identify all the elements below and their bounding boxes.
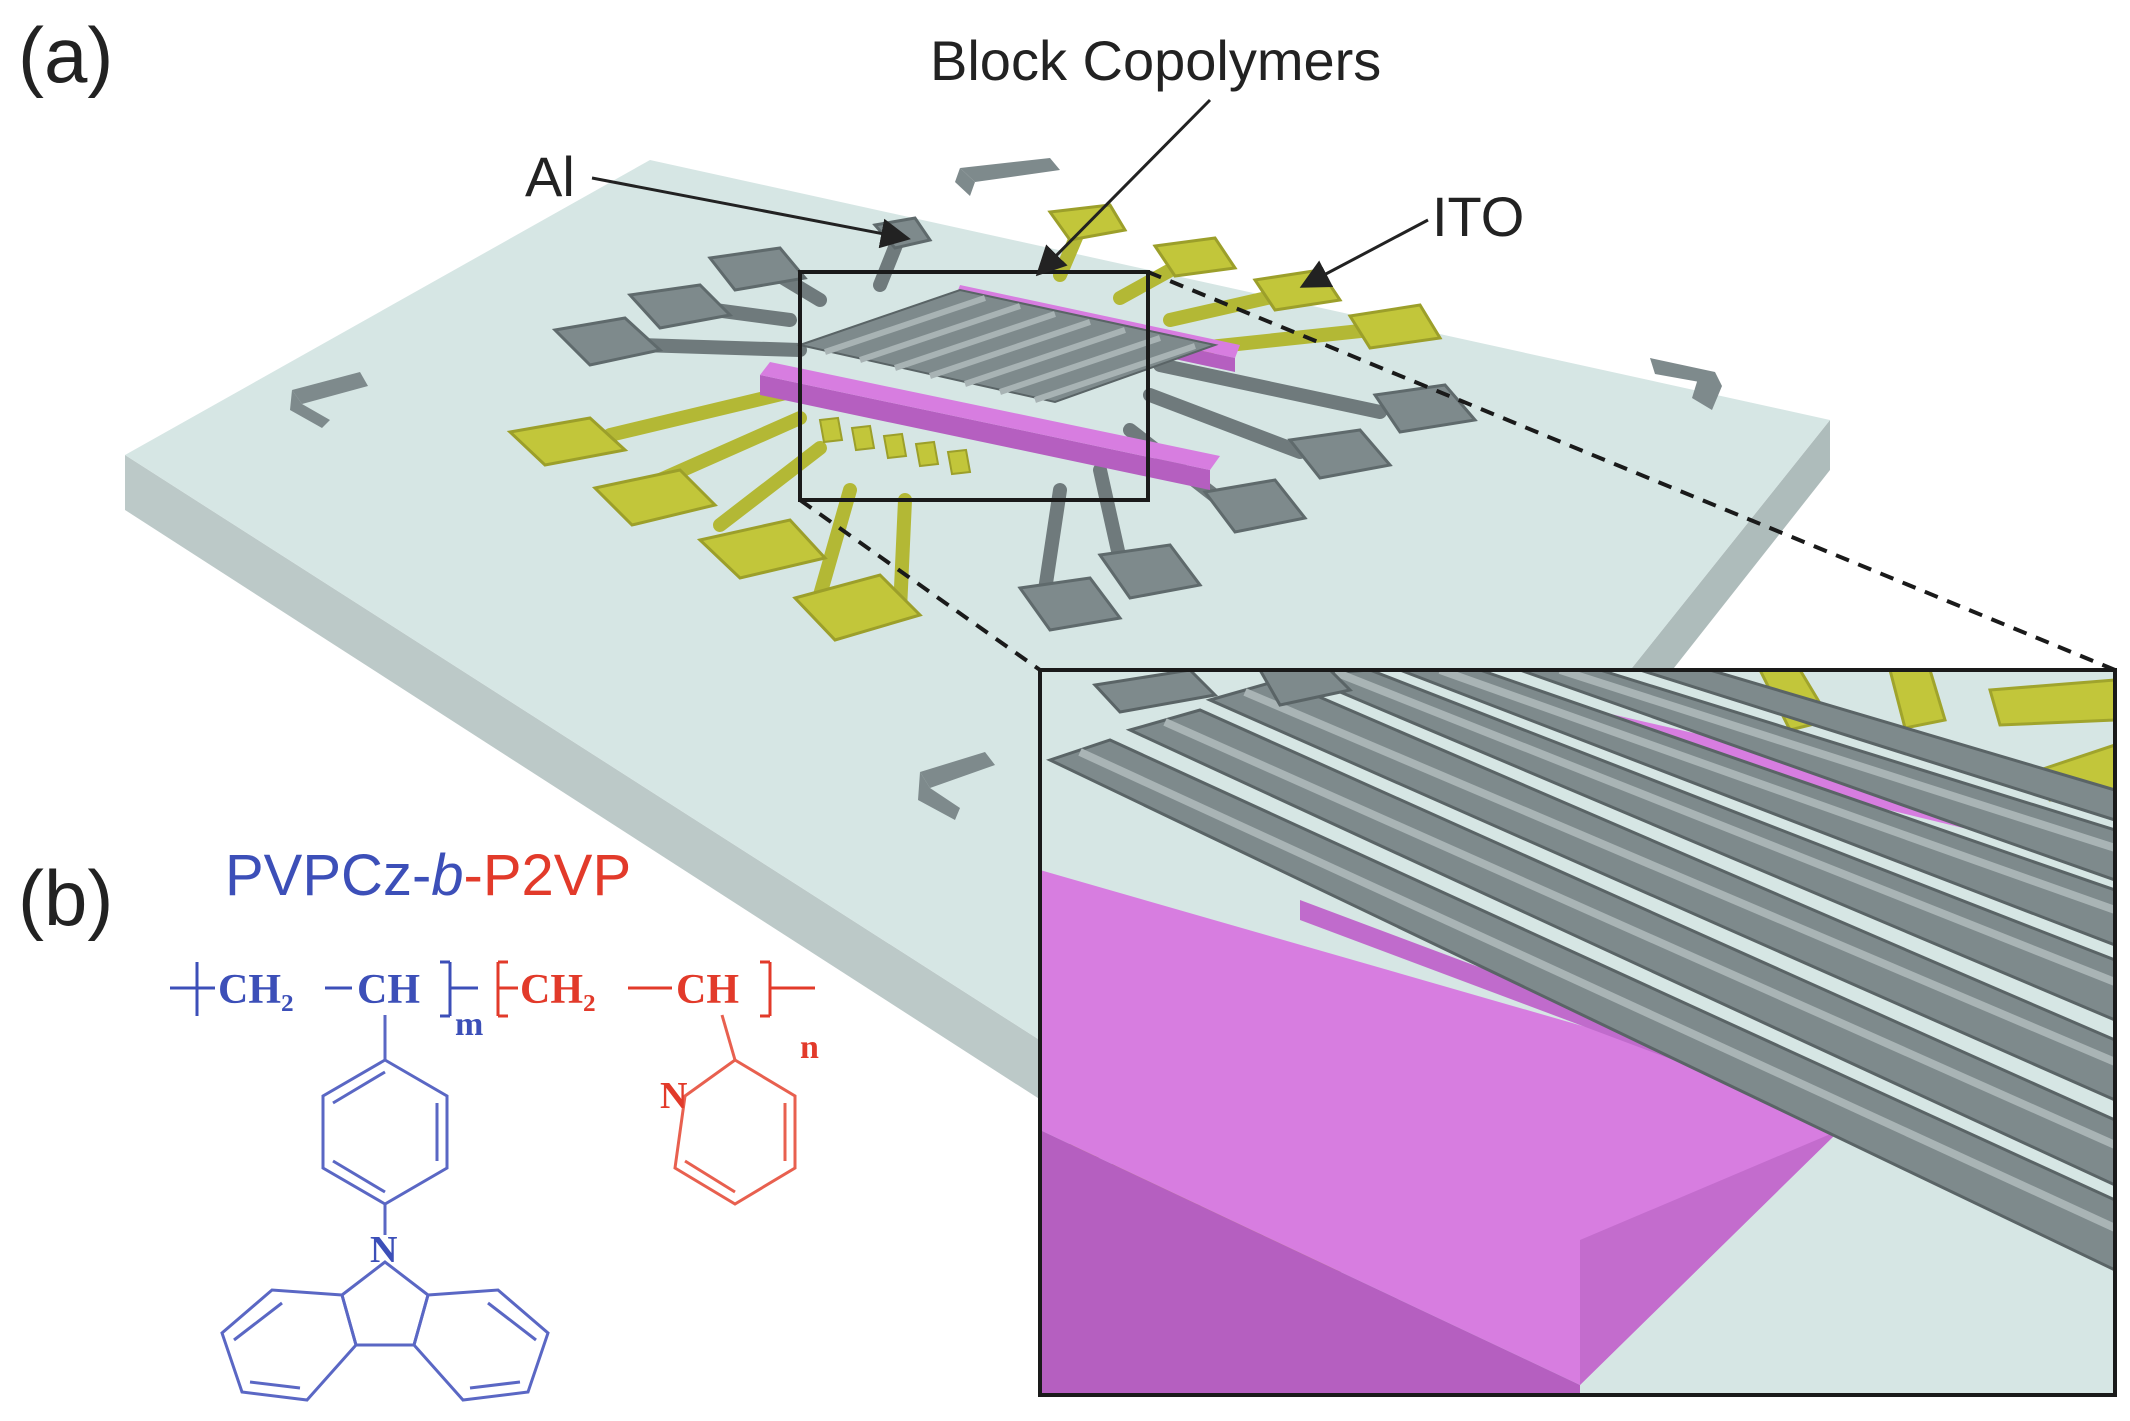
pyridine-nitrogen: N xyxy=(660,1075,687,1117)
p2vp-ch2: CH₂ xyxy=(520,967,596,1013)
crossbar-array xyxy=(760,285,1240,490)
carbazole-nitrogen: N xyxy=(370,1229,397,1271)
alignment-marks xyxy=(290,158,1722,820)
label-block-copolymers: Block Copolymers xyxy=(930,29,1381,92)
label-al: Al xyxy=(525,145,575,208)
pvpcz-ch: CH xyxy=(357,967,420,1013)
p2vp-ch: CH xyxy=(676,967,739,1013)
zoom-box xyxy=(798,270,1150,502)
polymer-name-pvpcz: PVPCz- xyxy=(225,843,431,908)
polymer-name-p2vp: -P2VP xyxy=(464,843,632,908)
polymer-name: PVPCz-b-P2VP xyxy=(225,843,631,908)
arrow-block-copolymers xyxy=(1035,98,1212,277)
phenyl-carbazole-group xyxy=(220,1015,550,1402)
inset-frame xyxy=(1038,668,2117,1397)
zoom-connectors xyxy=(798,270,2116,672)
arrow-al xyxy=(591,176,911,249)
pvpcz-ch2: CH₂ xyxy=(218,967,294,1013)
pyridine-ring xyxy=(673,1014,797,1206)
p2vp-subscript-n: n xyxy=(800,1029,819,1066)
arrow-ito xyxy=(1299,218,1429,288)
pvpcz-subscript-m: m xyxy=(455,1006,483,1043)
polymer-name-b: b xyxy=(431,843,463,908)
panel-label-b: (b) xyxy=(18,854,113,942)
label-ito: ITO xyxy=(1432,185,1524,248)
ito-electrodes xyxy=(506,203,1443,642)
inset-zoom xyxy=(1040,670,2115,1395)
panel-label-a: (a) xyxy=(18,11,113,99)
pvpcz-backbone xyxy=(170,960,478,1018)
p2vp-backbone xyxy=(496,960,815,1018)
callout-arrows xyxy=(591,98,1429,288)
